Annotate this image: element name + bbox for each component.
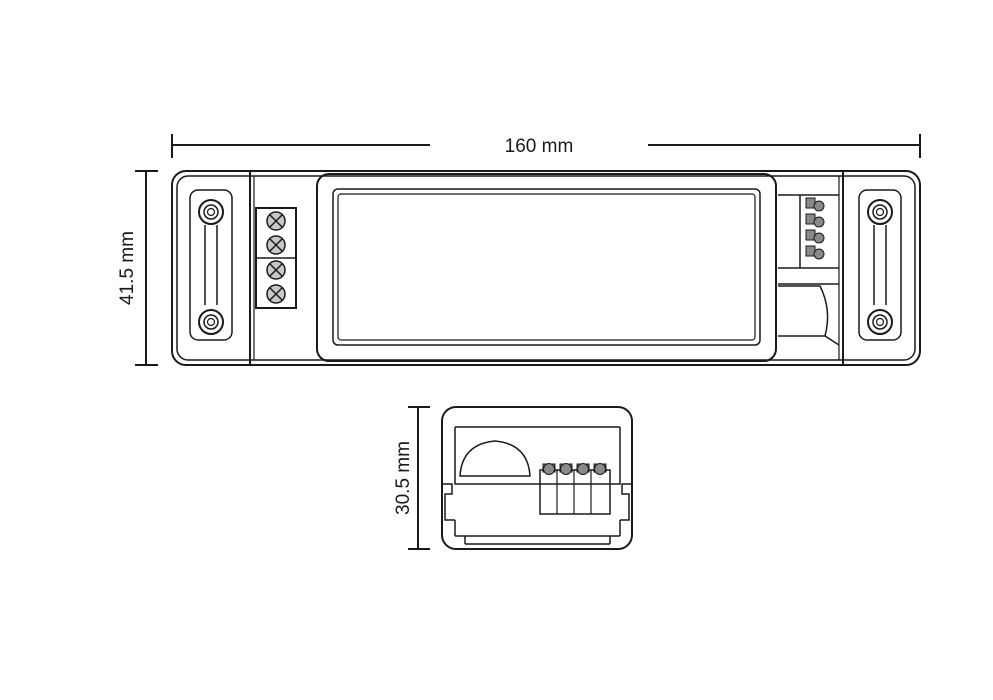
push-terminal-icon (805, 245, 825, 260)
mounting-hole-icon (867, 309, 893, 335)
right-mounting-slot (858, 189, 902, 341)
push-terminal-icon (559, 463, 573, 475)
screw-terminal-icon (266, 211, 286, 231)
push-terminal-icon (576, 463, 590, 475)
housing-outline (171, 170, 921, 366)
length-label: 160 mm (505, 136, 574, 157)
strain-relief-corner (824, 335, 840, 346)
screw-terminal-icon (266, 260, 286, 280)
width-dimension: 41.5 mm (117, 170, 158, 366)
end-terminal-block (539, 463, 611, 515)
end-left-rail (442, 483, 455, 521)
left-mounting-frame (189, 189, 233, 341)
left-mounting-slot (189, 189, 233, 341)
height-dimension: 30.5 mm (393, 406, 430, 550)
length-dimension: 160 mm (171, 134, 921, 158)
mounting-hole-icon (198, 199, 224, 225)
indicator-dome (459, 440, 531, 477)
end-cavity-outline (454, 427, 621, 485)
end-terminal-housing (539, 469, 611, 515)
cover-outline (316, 173, 777, 362)
push-terminal-icon (593, 463, 607, 475)
strain-relief-clamp (778, 285, 829, 337)
top-view (171, 170, 921, 366)
label-cover (316, 173, 777, 362)
end-housing-outline (441, 406, 633, 550)
push-terminal-icon (805, 229, 825, 244)
height-label: 30.5 mm (393, 441, 414, 515)
push-terminal-icon (805, 197, 825, 212)
right-mounting-frame (858, 189, 902, 341)
screw-terminal-icon (266, 235, 286, 255)
screw-terminal-icon (266, 284, 286, 304)
screw-terminal-block (255, 207, 297, 309)
label-panel (332, 188, 761, 346)
push-terminal-icon (542, 463, 556, 475)
push-terminal-icon (805, 213, 825, 228)
end-right-rail (620, 483, 632, 521)
push-terminal-block (778, 194, 840, 346)
end-view (441, 406, 633, 550)
mounting-hole-icon (198, 309, 224, 335)
mounting-hole-icon (867, 199, 893, 225)
label-panel-inner (337, 193, 756, 341)
width-label: 41.5 mm (117, 231, 138, 305)
